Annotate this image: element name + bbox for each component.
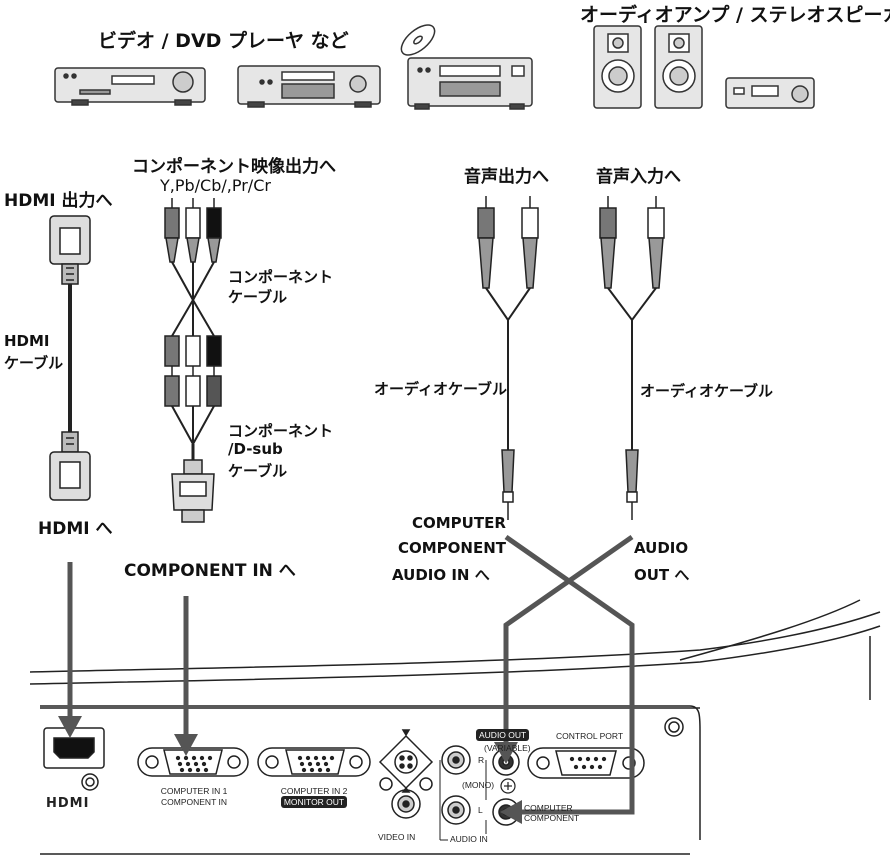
computer-in2-port[interactable]: [257, 747, 371, 777]
speaker-right-icon: [654, 25, 703, 109]
component-cable-icon: [164, 198, 222, 523]
audio-cable-right-label: オーディオケーブル: [640, 382, 774, 400]
component-in-label: COMPONENT IN へ: [124, 561, 296, 581]
computer-in2-label: COMPUTER IN 2: [280, 786, 348, 796]
hdmi-cable-icon: [49, 215, 91, 501]
s-video-port[interactable]: [378, 729, 434, 791]
audio-target-label-2: OUT へ: [634, 566, 690, 584]
audio-devices-label: オーディオアンプ / ステレオスピーカ: [580, 4, 890, 26]
audio-in-label: 音声入力へ: [596, 167, 681, 187]
component-out-label: コンポーネント映像出力へ: [132, 157, 336, 177]
connection-arrows: [67, 534, 635, 815]
mono-screw-icon: [500, 778, 516, 794]
audio-out-badge: AUDIO OUT: [476, 729, 530, 741]
hdmi-out-label: HDMI 出力へ: [4, 191, 113, 211]
control-port[interactable]: [527, 747, 645, 779]
audio-cable-right-icon: [599, 196, 665, 520]
panel-screw-icon: [664, 717, 684, 737]
video-in-port[interactable]: [391, 786, 421, 819]
component-dsub-label-1: コンポーネント: [228, 422, 334, 440]
disc-icon: [400, 24, 436, 56]
hdmi-cable-label-2: ケーブル: [4, 354, 64, 372]
component-dsub-label-3: ケーブル: [228, 462, 288, 480]
arrow-heads: [58, 716, 522, 824]
projector-body: [29, 599, 881, 855]
computer-audio-label-2: COMPONENT: [524, 813, 580, 823]
amplifier-icon: [725, 77, 815, 109]
component-cable-label-1: コンポーネント: [228, 268, 334, 286]
computer-in1-label: COMPUTER IN 1: [160, 786, 228, 796]
component-label: COMPONENT: [398, 539, 507, 557]
control-port-label: CONTROL PORT: [556, 731, 624, 741]
audio-target-label-1: AUDIO: [634, 539, 689, 557]
r-label: R: [478, 755, 485, 765]
speaker-left-icon: [593, 25, 642, 109]
computer-label: COMPUTER: [412, 514, 506, 532]
vcd-player-icon: [407, 57, 533, 110]
hdmi-port[interactable]: [43, 727, 105, 791]
mono-label: (MONO): [462, 780, 495, 790]
l-label: L: [478, 805, 483, 815]
component-signals-label: Y,Pb/Cb/,Pr/Cr: [160, 176, 271, 195]
audio-in-panel-label: AUDIO IN: [448, 834, 490, 844]
audio-in-r-port[interactable]: [441, 745, 471, 775]
hdmi-in-label: HDMI へ: [38, 519, 113, 539]
hdmi-logo: HDMI: [46, 796, 90, 811]
video-in-label: VIDEO IN: [378, 832, 416, 842]
audio-cable-left-label: オーディオケーブル: [374, 380, 508, 398]
computer-in1-port[interactable]: [137, 747, 249, 777]
audio-in-l-port[interactable]: [441, 795, 471, 825]
monitor-out-badge: MONITOR OUT: [280, 796, 348, 808]
component-dsub-label-2: /D-sub: [228, 440, 283, 458]
hdmi-cable-label-1: HDMI: [4, 332, 50, 350]
vcr-device-icon: [54, 67, 206, 106]
audio-out-label: 音声出力へ: [464, 167, 549, 187]
video-devices-label: ビデオ / DVD プレーヤ など: [98, 30, 349, 52]
variable-label: (VARIABLE): [484, 743, 531, 753]
component-cable-label-2: ケーブル: [228, 288, 288, 306]
audio-in-target-label: AUDIO IN へ: [392, 566, 490, 584]
computer-audio-label-1: COMPUTER: [524, 803, 573, 813]
audio-cable-left-icon: [477, 196, 539, 520]
dvd-player-icon: [237, 65, 381, 108]
component-in-panel-label: COMPONENT IN: [161, 797, 227, 807]
